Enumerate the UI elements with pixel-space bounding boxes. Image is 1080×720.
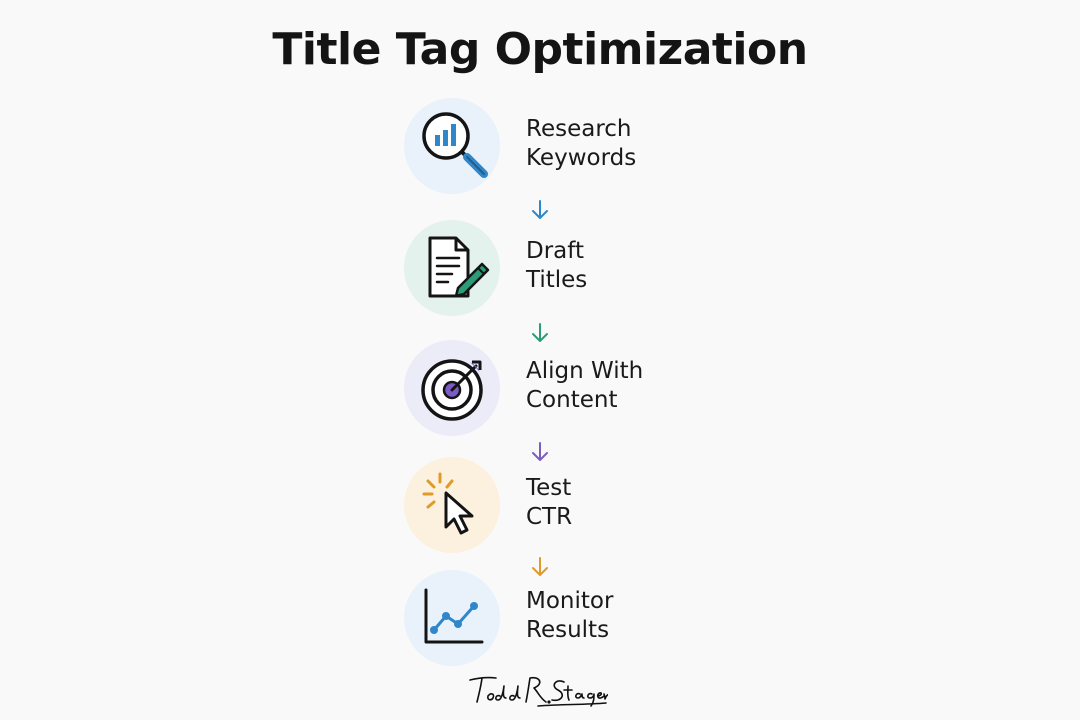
line-chart-icon: [424, 588, 484, 644]
step-5-label-line2: Results: [526, 617, 610, 643]
step-4-label: Test CTR: [526, 474, 572, 532]
page-title: Title Tag Optimization: [272, 24, 808, 75]
step-4-label-line1: Test: [526, 475, 572, 501]
step-3-label-line1: Align With: [526, 358, 644, 384]
arrow-down-icon: [532, 200, 548, 219]
step-1-label-line1: Research: [526, 116, 632, 142]
step-align-with-content: Align With Content: [404, 340, 744, 436]
step-3-icon-circle: [404, 340, 500, 436]
signature-logo: [469, 676, 608, 707]
step-1-label: Research Keywords: [526, 115, 636, 173]
step-research-keywords: Research Keywords: [404, 98, 744, 194]
step-1-icon-circle: [404, 98, 500, 194]
step-4-label-line2: CTR: [526, 504, 573, 530]
arrow-down-icon: [532, 557, 548, 576]
step-monitor-results: Monitor Results: [404, 570, 744, 666]
step-5-icon-circle: [404, 570, 500, 666]
step-3-label: Align With Content: [526, 357, 643, 415]
step-3-label-line2: Content: [526, 387, 618, 413]
step-2-label-line2: Titles: [526, 267, 588, 293]
arrow-down-icon: [532, 442, 548, 461]
arrow-down-icon: [532, 323, 548, 342]
step-5-label: Monitor Results: [526, 587, 613, 645]
step-test-ctr: Test CTR: [404, 457, 744, 553]
step-2-icon-circle: [404, 220, 500, 316]
step-draft-titles: Draft Titles: [404, 220, 744, 316]
cursor-click-icon: [422, 472, 474, 535]
step-1-label-line2: Keywords: [526, 145, 637, 171]
step-4-icon-circle: [404, 457, 500, 553]
magnifier-chart-icon: [422, 112, 488, 178]
step-5-label-line1: Monitor: [526, 588, 614, 614]
document-pencil-icon: [428, 236, 490, 298]
step-2-label-line1: Draft: [526, 238, 584, 264]
target-arrow-icon: [421, 359, 483, 421]
step-2-label: Draft Titles: [526, 237, 587, 295]
